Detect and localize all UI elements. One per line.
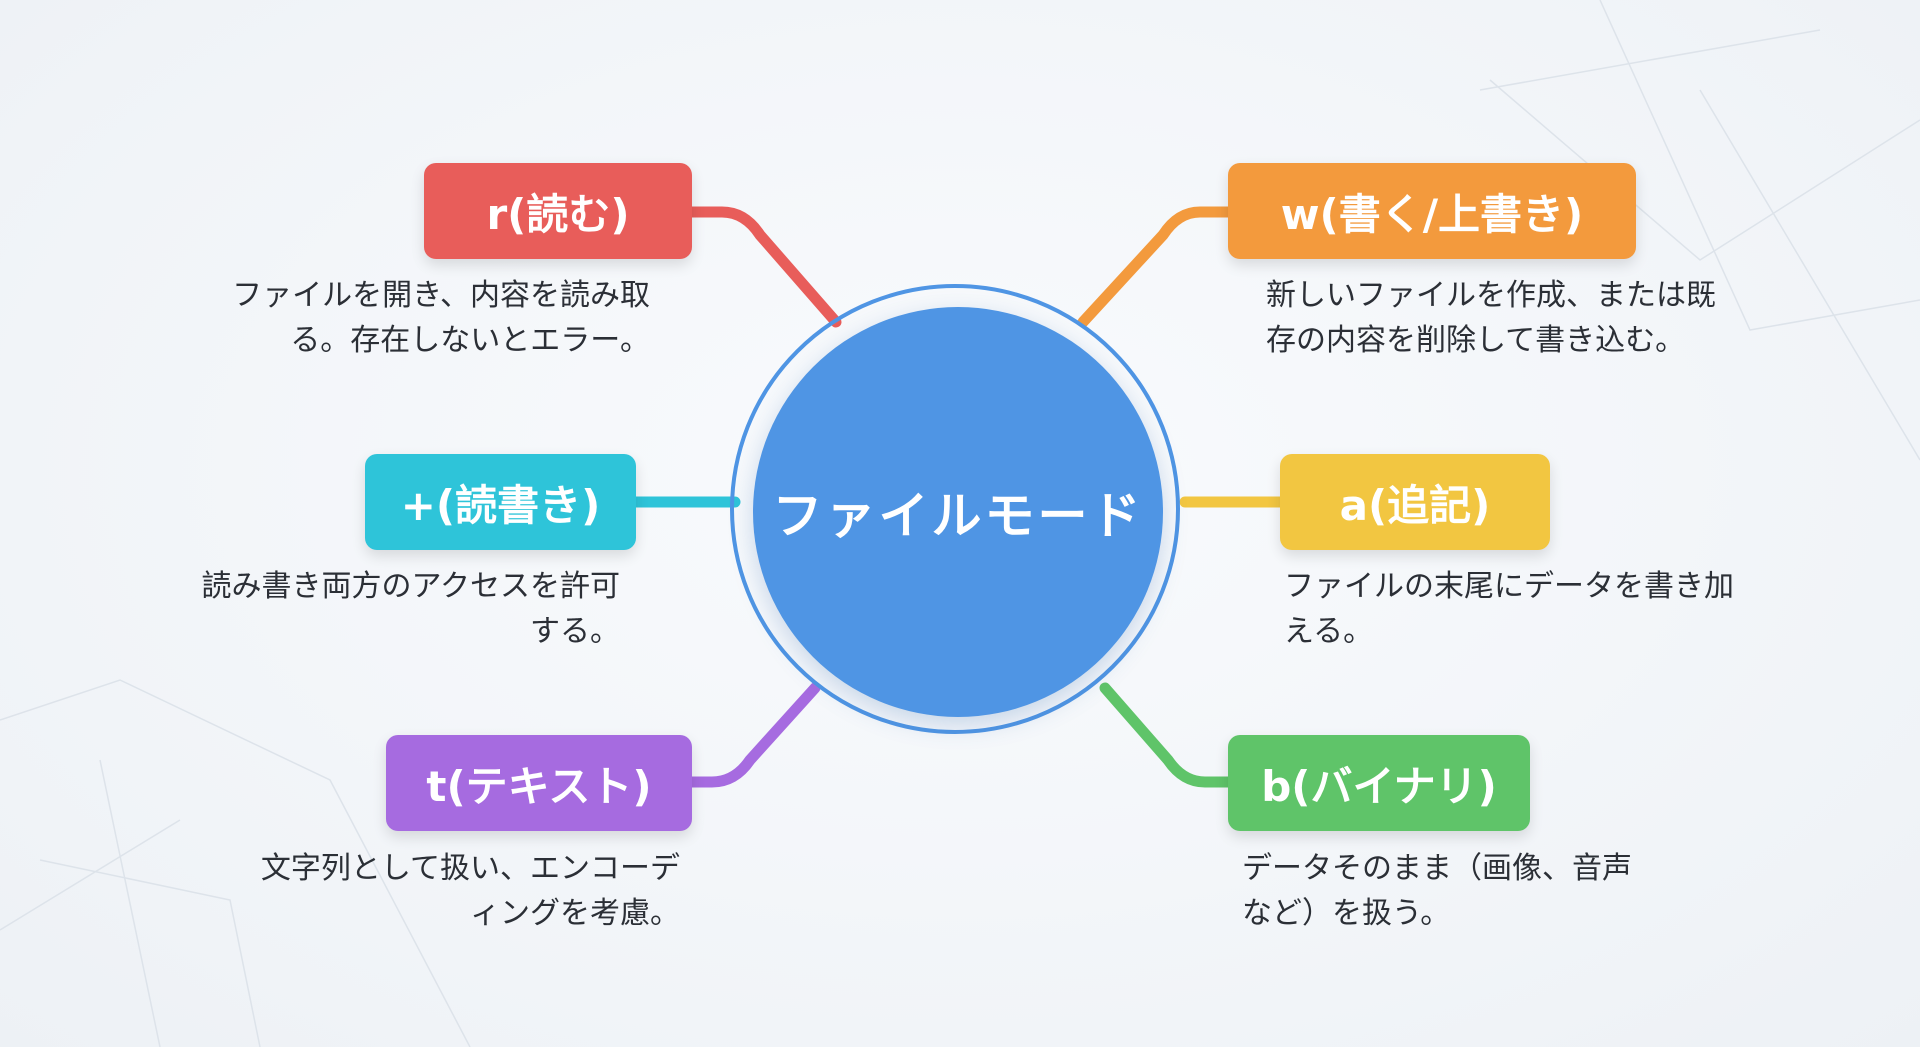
connector-t (686, 682, 821, 788)
mode-description-w: 新しいファイルを作成、または既 存の内容を削除して書き込む。 (1266, 278, 1716, 358)
mode-label-b: b(バイナリ) (1261, 761, 1497, 811)
mode-label-w: w(書く/上書き) (1280, 189, 1584, 239)
mode-label-t: t(テキスト) (426, 761, 652, 811)
hub-circle: ファイルモード (753, 307, 1163, 717)
mode-box-b: b(バイナリ) (1228, 735, 1530, 831)
mode-label-plus: +(読書き) (400, 480, 601, 530)
mode-box-w: w(書く/上書き) (1228, 163, 1636, 259)
mode-box-plus: +(読書き) (365, 454, 636, 550)
mode-box-t: t(テキスト) (386, 735, 692, 831)
mode-label-r: r(読む) (486, 189, 630, 239)
hub-label: ファイルモード (772, 487, 1144, 545)
connector-w (1077, 206, 1236, 328)
connector-b (1099, 682, 1236, 788)
hub-ring (730, 284, 1180, 734)
mode-box-r: r(読む) (424, 163, 692, 259)
mode-description-t: 文字列として扱い、エンコーデ ィングを考慮。 (260, 851, 680, 931)
mode-description-plus: 読み書き両方のアクセスを許可 する。 (201, 569, 621, 649)
mode-description-a: ファイルの末尾にデータを書き加 える。 (1284, 569, 1734, 649)
mode-box-a: a(追記) (1280, 454, 1550, 550)
mode-label-a: a(追記) (1339, 480, 1491, 530)
mode-description-r: ファイルを開き、内容を読み取 る。存在しないとエラー。 (232, 278, 650, 358)
mode-description-b: データそのまま（画像、音声 など）を扱う。 (1242, 851, 1632, 931)
connector-r (686, 206, 842, 328)
